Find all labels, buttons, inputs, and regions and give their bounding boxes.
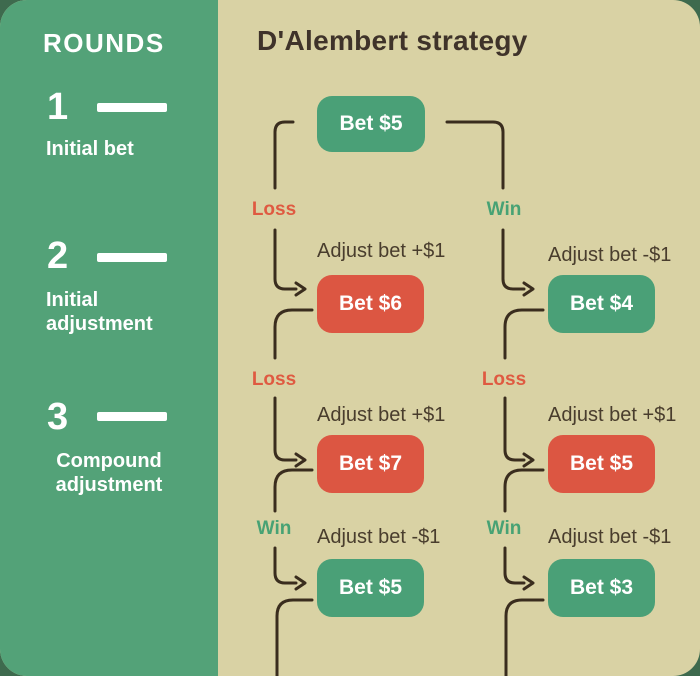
adjust-label-right-1: Adjust bet -$1 — [548, 244, 672, 266]
bet-node-left-2: Bet $7 — [317, 435, 424, 493]
round-3-label: Compound adjustment — [55, 450, 163, 496]
adjust-label-left-1: Adjust bet +$1 — [317, 240, 446, 262]
adjust-label-left-3: Adjust bet -$1 — [317, 526, 441, 548]
bet-node-root: Bet $5 — [317, 96, 425, 152]
round-2-dash — [97, 253, 167, 262]
bet-node-right-1: Bet $4 — [548, 275, 655, 333]
outcome-label-left-3: Win — [256, 518, 292, 539]
round-3-number: 3 — [47, 396, 69, 438]
bet-node-left-1: Bet $6 — [317, 275, 424, 333]
round-3-dash — [97, 412, 167, 421]
bet-node-right-3: Bet $3 — [548, 559, 655, 617]
round-2-label: Initial adjustment — [46, 289, 153, 335]
round-1-label: Initial bet — [46, 138, 134, 160]
round-1-number: 1 — [47, 86, 69, 128]
outcome-label-right-1: Win — [486, 199, 522, 220]
outcome-label-right-2: Loss — [481, 369, 527, 390]
outcome-label-left-1: Loss — [251, 199, 297, 220]
sidebar-title: ROUNDS — [43, 28, 165, 58]
outcome-label-left-2: Loss — [251, 369, 297, 390]
round-1-dash — [97, 103, 167, 112]
adjust-label-left-2: Adjust bet +$1 — [317, 404, 446, 426]
outcome-label-right-3: Win — [486, 518, 522, 539]
bet-node-right-2: Bet $5 — [548, 435, 655, 493]
bet-node-left-3: Bet $5 — [317, 559, 424, 617]
adjust-label-right-2: Adjust bet +$1 — [548, 404, 677, 426]
adjust-label-right-3: Adjust bet -$1 — [548, 526, 672, 548]
round-2-number: 2 — [47, 235, 69, 277]
rounds-sidebar: ROUNDS 1 Initial bet 2 Initial adjustmen… — [0, 0, 218, 676]
page-title: D'Alembert strategy — [257, 25, 528, 56]
